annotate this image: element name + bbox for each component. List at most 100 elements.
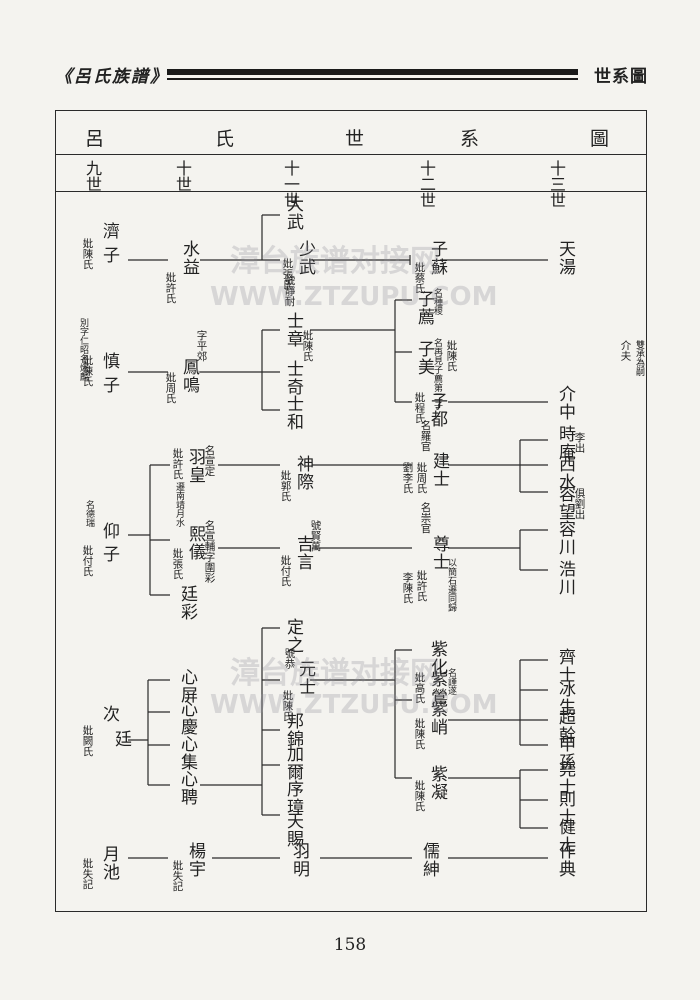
generation-13: 十三世 bbox=[547, 160, 566, 208]
person-bangjin: 邦錦 bbox=[283, 712, 303, 748]
generation-12: 十二世 bbox=[417, 160, 436, 208]
person-shaowu-wife: 妣張氏 bbox=[281, 258, 294, 290]
person-shiyan: 時庵 bbox=[555, 425, 575, 461]
person-ting: 廷 bbox=[111, 730, 131, 748]
person-fengming: 鳳鳴 bbox=[179, 358, 199, 394]
person-ting-wife: 妣闕氏 bbox=[81, 725, 94, 757]
person-yuming: 羽明 bbox=[289, 842, 309, 878]
person-yangyu-wife: 妣失記 bbox=[171, 860, 184, 892]
person-zhen-wife: 妣陳氏 bbox=[81, 355, 94, 387]
person-yuanshi: 元士 bbox=[295, 660, 315, 696]
watermark-url-bottom: WWW.ZTZUPU.COM bbox=[210, 690, 498, 720]
person-xinji: 心集 bbox=[177, 735, 197, 771]
person-jianshi-wife2: 劉李氏 bbox=[401, 462, 414, 494]
person-zuodian: 作典 bbox=[555, 842, 575, 878]
person-zunshi-wife2: 李陳氏 bbox=[401, 572, 414, 604]
person-jieyan: 吉言 bbox=[293, 535, 313, 571]
person-tingcai: 廷彩 bbox=[177, 585, 197, 621]
section-title: 世系圖 bbox=[594, 67, 648, 87]
person-zeshi: 則士 bbox=[555, 790, 575, 826]
person-shizhang: 士章 bbox=[283, 312, 303, 348]
person-zunshi-note2: 以簡石遷同歸 bbox=[446, 558, 456, 612]
watermark-url-top: WWW.ZTZUPU.COM bbox=[210, 282, 498, 312]
person-shiqi: 士奇 bbox=[283, 360, 303, 396]
generation-11: 十一世 bbox=[281, 160, 300, 208]
person-ji-zi: 子 bbox=[99, 246, 119, 264]
person-shizhang-note: 號靜耐 bbox=[283, 275, 296, 307]
person-zijian-note: 名種稷 bbox=[432, 288, 442, 315]
person-jieyan-wife: 妣付氏 bbox=[279, 555, 292, 587]
person-dingzhi: 定之 bbox=[283, 618, 303, 654]
person-zimei-wife: 妣陳氏 bbox=[445, 340, 458, 372]
person-rongchuan: 容川 bbox=[555, 520, 575, 556]
person-yang: 仰 bbox=[99, 522, 119, 540]
person-shiyan-note: 李出 bbox=[573, 432, 586, 453]
person-xinqing: 心慶 bbox=[177, 700, 197, 736]
person-xuzhang: 序璋 bbox=[283, 780, 303, 816]
person-zisu-wife: 妣蔡氏 bbox=[413, 262, 426, 294]
person-zidu: 子都 bbox=[427, 392, 447, 428]
person-shihe: 士和 bbox=[283, 395, 303, 431]
person-bingsheng: 冰生 bbox=[555, 680, 575, 716]
title-char-tu: 圖 bbox=[590, 128, 610, 150]
person-fengming-wife: 妣周氏 bbox=[164, 372, 177, 404]
person-ziding: 紫峭 bbox=[427, 700, 447, 736]
person-yuhuang-note2: 遷南靖月水 bbox=[174, 482, 184, 527]
generation-9: 九世 bbox=[83, 160, 102, 192]
title-char-shi2: 世 bbox=[345, 128, 365, 150]
person-xiyi-wife: 妣張氏 bbox=[171, 548, 184, 580]
generation-row-divider bbox=[56, 191, 646, 192]
title-char-shi: 氏 bbox=[215, 128, 235, 150]
watermark-cn-bottom: 漳台族谱对接网 bbox=[230, 656, 440, 691]
person-zidu-wife: 妣程氏 bbox=[413, 392, 426, 424]
person-zunshi-wife: 妣許氏 bbox=[415, 570, 428, 602]
title-char-lu: 呂 bbox=[85, 128, 105, 150]
title-char-xi: 系 bbox=[460, 128, 480, 150]
person-jianshi-wife: 妣周氏 bbox=[415, 462, 428, 494]
person-zhen-note: 別字仁昭名燿麟 bbox=[78, 318, 88, 381]
person-shuiyi: 水益 bbox=[179, 240, 199, 276]
header-rule bbox=[167, 69, 578, 80]
person-yuanshi-wife: 妣陳氏 bbox=[281, 690, 294, 722]
book-title: 《呂氏族譜》 bbox=[55, 67, 169, 87]
person-shizhang-wife: 妣陳氏 bbox=[301, 330, 314, 362]
person-yuhuang-note: 名宣定 bbox=[203, 445, 216, 477]
person-zihua: 紫化 bbox=[427, 640, 447, 676]
person-yuechi: 月池 bbox=[99, 845, 119, 881]
person-xishui: 西水 bbox=[555, 455, 575, 491]
person-yang-wife: 妣付氏 bbox=[81, 545, 94, 577]
person-shaowu: 少武 bbox=[295, 240, 315, 276]
person-jianshi: 建士 bbox=[429, 452, 449, 488]
person-zijian: 子薦 bbox=[414, 290, 434, 326]
person-yuhuang: 羽皇 bbox=[185, 448, 205, 484]
person-zicao-wife: 妣高氏 bbox=[413, 672, 426, 704]
person-tianxiang: 天湯 bbox=[555, 240, 575, 276]
person-zimei: 子美 bbox=[414, 340, 434, 376]
person-xinping: 心屏 bbox=[177, 668, 197, 704]
person-jiefu-note: 雙承為嗣 bbox=[634, 340, 644, 376]
person-zunshi: 尊士 bbox=[429, 535, 449, 571]
person-tianci: 天賜 bbox=[283, 812, 303, 848]
person-shuiyi-wife: 妣許氏 bbox=[164, 272, 177, 304]
person-shenji: 神際 bbox=[293, 455, 313, 491]
person-zunshi-note: 名崇官 bbox=[419, 502, 432, 534]
person-jiefu: 介夫 bbox=[619, 340, 632, 361]
person-ziying: 紫凝 bbox=[427, 765, 447, 801]
person-yuanshi-note: 號恭 bbox=[283, 648, 296, 669]
generation-10: 十世 bbox=[173, 160, 192, 192]
page-number: 158 bbox=[333, 935, 367, 955]
person-rongwang: 容望 bbox=[555, 485, 575, 521]
person-jiaxiang: 加爾 bbox=[283, 745, 303, 781]
person-fengming-note: 字平郊 bbox=[195, 330, 208, 362]
person-ci: 次 bbox=[99, 705, 119, 723]
person-ji: 濟 bbox=[99, 222, 119, 240]
person-yangyu: 楊宇 bbox=[185, 842, 205, 878]
person-yang-note: 名德瑞 bbox=[84, 500, 94, 527]
person-jianshi-note: 名羅官 bbox=[419, 420, 432, 452]
person-zhen-zi: 子 bbox=[99, 376, 119, 394]
person-haochuan: 浩川 bbox=[555, 560, 575, 596]
person-shenji-wife: 妣郭氏 bbox=[279, 470, 292, 502]
person-chaoqian: 超幹 bbox=[555, 708, 575, 744]
person-zhongsun: 申孫 bbox=[555, 735, 575, 771]
person-ji-wife: 妣陳氏 bbox=[81, 238, 94, 270]
